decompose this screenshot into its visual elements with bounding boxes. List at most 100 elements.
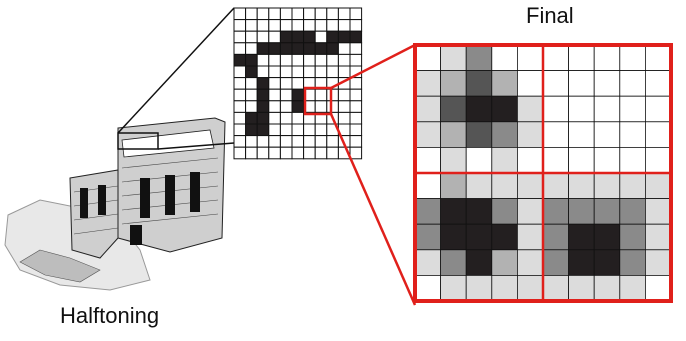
halftone-cell [338, 20, 350, 32]
halftone-cell [246, 136, 258, 148]
final-cell [620, 275, 646, 301]
halftone-cell [269, 54, 281, 66]
halftone-cell [234, 20, 246, 32]
halftone-cell [257, 78, 269, 90]
halftone-cell [257, 43, 269, 55]
final-cell [466, 250, 492, 276]
final-grid [415, 45, 671, 301]
final-cell [517, 71, 543, 97]
halftone-cell [338, 112, 350, 124]
halftone-cell [292, 147, 304, 159]
final-cell [466, 122, 492, 148]
halftone-cell [292, 8, 304, 20]
halftone-cell [327, 20, 339, 32]
final-cell [569, 147, 595, 173]
halftone-cell [234, 8, 246, 20]
final-cell [594, 275, 620, 301]
final-cell [466, 275, 492, 301]
halftone-cell [234, 124, 246, 136]
halftone-cell [234, 136, 246, 148]
halftone-cell [280, 43, 292, 55]
halftone-cell [257, 66, 269, 78]
final-cell [645, 224, 671, 250]
halftone-cell [292, 43, 304, 55]
final-cell [517, 224, 543, 250]
halftone-cell [246, 112, 258, 124]
final-cell [492, 250, 518, 276]
halftone-cell [246, 43, 258, 55]
final-cell [517, 147, 543, 173]
building-photo [5, 118, 225, 290]
halftone-cell [269, 78, 281, 90]
halftone-cell [280, 66, 292, 78]
final-cell [543, 250, 569, 276]
halftone-cell [292, 20, 304, 32]
final-cell [620, 71, 646, 97]
final-cell [594, 250, 620, 276]
halftone-cell [269, 43, 281, 55]
halftone-cell [292, 31, 304, 43]
halftone-cell [257, 89, 269, 101]
final-cell [569, 250, 595, 276]
final-cell [594, 173, 620, 199]
halftone-cell [234, 31, 246, 43]
halftone-cell [315, 89, 327, 101]
halftone-cell [350, 78, 362, 90]
halftone-cell [315, 124, 327, 136]
halftone-cell [292, 89, 304, 101]
final-cell [645, 45, 671, 71]
final-cell [594, 199, 620, 225]
halftone-cell [234, 54, 246, 66]
halftone-cell [338, 31, 350, 43]
final-cell [645, 122, 671, 148]
final-cell [594, 96, 620, 122]
halftone-cell [315, 54, 327, 66]
final-cell [594, 71, 620, 97]
halftone-cell [292, 78, 304, 90]
final-cell [569, 71, 595, 97]
halftone-cell [327, 89, 339, 101]
halftone-cell [315, 147, 327, 159]
final-cell [415, 173, 441, 199]
halftone-cell [304, 43, 316, 55]
halftone-cell [327, 43, 339, 55]
final-cell [620, 224, 646, 250]
halftone-cell [292, 66, 304, 78]
halftone-cell [350, 112, 362, 124]
halftone-cell [246, 66, 258, 78]
final-cell [466, 96, 492, 122]
halftone-cell [234, 112, 246, 124]
halftone-cell [234, 101, 246, 113]
halftone-cell [246, 147, 258, 159]
final-cell [569, 199, 595, 225]
halftone-cell [280, 89, 292, 101]
final-cell [569, 275, 595, 301]
halftone-cell [327, 101, 339, 113]
halftone-cell [280, 54, 292, 66]
halftone-cell [234, 43, 246, 55]
halftone-cell [280, 147, 292, 159]
final-cell [492, 96, 518, 122]
final-cell [620, 122, 646, 148]
final-cell [466, 147, 492, 173]
final-cell [415, 199, 441, 225]
halftone-cell [257, 54, 269, 66]
halftone-cell [257, 31, 269, 43]
final-cell [620, 96, 646, 122]
halftone-cell [338, 54, 350, 66]
final-cell [466, 45, 492, 71]
halftone-cell [327, 136, 339, 148]
final-cell [543, 173, 569, 199]
final-cell [492, 173, 518, 199]
final-cell [517, 45, 543, 71]
halftone-cell [350, 101, 362, 113]
halftone-cell [304, 31, 316, 43]
halftone-cell [257, 124, 269, 136]
halftone-cell [338, 66, 350, 78]
halftone-cell [246, 20, 258, 32]
final-cell [543, 224, 569, 250]
halftone-cell [350, 31, 362, 43]
halftone-cell [350, 89, 362, 101]
halftone-cell [304, 147, 316, 159]
